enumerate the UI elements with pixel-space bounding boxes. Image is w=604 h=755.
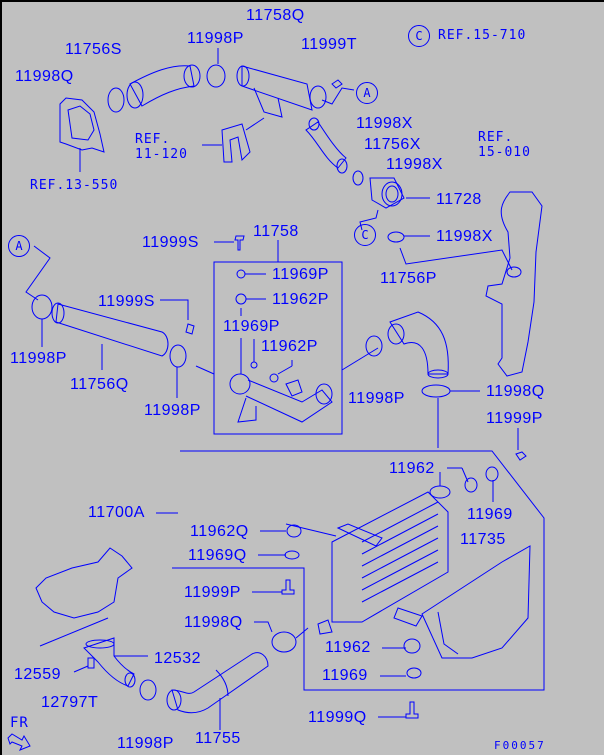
connector-c-ref[interactable]: C xyxy=(408,25,430,47)
part-label-11962[interactable]: 11962 xyxy=(325,639,371,656)
clamp-11998p-mid xyxy=(169,344,187,368)
part-label-11999p[interactable]: 11999P xyxy=(184,584,241,601)
clamp-11998p-bottom xyxy=(139,679,157,701)
part-label-11756p[interactable]: 11756P xyxy=(380,270,437,287)
connector-c-mid[interactable]: C xyxy=(354,224,376,246)
part-label-11962q[interactable]: 11962Q xyxy=(190,523,249,540)
clamp-11998p-left xyxy=(31,294,53,320)
part-label-11758[interactable]: 11758 xyxy=(253,223,299,240)
connector-a-top[interactable]: A xyxy=(356,82,378,104)
elbow-hose xyxy=(387,311,449,379)
part-label-12797t[interactable]: 12797T xyxy=(41,694,99,711)
part-label-11969[interactable]: 11969 xyxy=(322,667,368,684)
part-label-11756x[interactable]: 11756X xyxy=(364,136,421,153)
duct-11756p xyxy=(485,191,543,377)
part-label-11998q[interactable]: 11998Q xyxy=(15,68,74,85)
part-label-11735[interactable]: 11735 xyxy=(460,531,506,548)
reference-13-550[interactable]: REF.13-550 xyxy=(30,178,119,193)
clamp-11998q-top xyxy=(107,87,125,113)
turbocharger xyxy=(35,547,133,619)
clamp-11998q-right xyxy=(421,384,451,398)
part-label-11998p[interactable]: 11998P xyxy=(10,350,67,367)
sensor-11728 xyxy=(369,177,405,209)
part-label-11998q[interactable]: 11998Q xyxy=(184,614,243,631)
part-label-11999s[interactable]: 11999S xyxy=(98,293,155,310)
clamp-11998q-bottom xyxy=(271,631,297,653)
kit-box-11700a xyxy=(172,450,545,691)
front-direction-label: FR xyxy=(10,715,29,731)
part-label-11962p[interactable]: 11962P xyxy=(261,338,318,355)
part-label-11998q[interactable]: 11998Q xyxy=(486,383,545,400)
part-label-11755[interactable]: 11755 xyxy=(195,730,241,747)
pipe-12532 xyxy=(83,637,136,688)
part-label-11998x[interactable]: 11998X xyxy=(386,156,443,173)
bolt-11999s-a xyxy=(234,235,245,251)
reference-15-710[interactable]: REF.15-710 xyxy=(438,28,527,43)
part-label-11969q[interactable]: 11969Q xyxy=(188,547,247,564)
hose-11756x xyxy=(305,117,348,174)
part-label-11756q[interactable]: 11756Q xyxy=(70,376,129,393)
connector-a-left[interactable]: A xyxy=(8,235,30,257)
part-label-11962[interactable]: 11962 xyxy=(389,460,435,477)
part-label-11969[interactable]: 11969 xyxy=(467,506,513,523)
clamp-11998x-b xyxy=(352,170,364,186)
bracket-ref-11-120 xyxy=(221,123,251,163)
part-label-11758q[interactable]: 11758Q xyxy=(246,7,305,24)
reference-15-010[interactable]: REF. 15-010 xyxy=(478,130,531,160)
part-label-11969p[interactable]: 11969P xyxy=(223,318,280,335)
pipe-11758q xyxy=(236,65,355,118)
air-duct xyxy=(421,545,531,659)
part-label-11969p[interactable]: 11969P xyxy=(272,266,329,283)
hose-11756s xyxy=(126,64,201,109)
part-label-11998p[interactable]: 11998P xyxy=(348,390,405,407)
part-label-11998x[interactable]: 11998X xyxy=(436,228,493,245)
hose-11756q xyxy=(51,302,169,370)
part-label-11728[interactable]: 11728 xyxy=(436,191,482,208)
part-label-11756s[interactable]: 11756S xyxy=(65,41,122,58)
part-label-11962p[interactable]: 11962P xyxy=(272,291,329,308)
clamp-11998p-right xyxy=(365,335,383,357)
reference-11-120[interactable]: REF. 11-120 xyxy=(135,132,188,162)
part-label-11998p[interactable]: 11998P xyxy=(117,735,174,752)
part-label-11998p[interactable]: 11998P xyxy=(187,30,244,47)
part-label-11999q[interactable]: 11999Q xyxy=(308,709,367,726)
pipe-11758 xyxy=(229,373,333,423)
front-direction-arrow-icon xyxy=(7,733,31,751)
bolt-11999p-right xyxy=(515,451,527,461)
hose-11755 xyxy=(166,652,269,730)
part-label-11999t[interactable]: 11999T xyxy=(301,36,358,53)
part-label-11700a[interactable]: 11700A xyxy=(88,504,145,521)
part-label-12532[interactable]: 12532 xyxy=(154,650,201,667)
part-label-11999p[interactable]: 11999P xyxy=(486,410,543,427)
part-label-11998p[interactable]: 11998P xyxy=(144,402,201,419)
part-label-11998x[interactable]: 11998X xyxy=(356,115,413,132)
bolt-11999s-b xyxy=(185,323,195,335)
part-label-12559[interactable]: 12559 xyxy=(14,666,61,683)
clamp-11998p-top xyxy=(206,48,226,88)
intercooler-11735 xyxy=(317,472,451,635)
clamp-11998x-c xyxy=(387,231,405,243)
housing-ref-13-550 xyxy=(59,97,105,153)
figure-id: F00057 xyxy=(494,739,546,752)
part-label-11999s[interactable]: 11999S xyxy=(142,234,199,251)
